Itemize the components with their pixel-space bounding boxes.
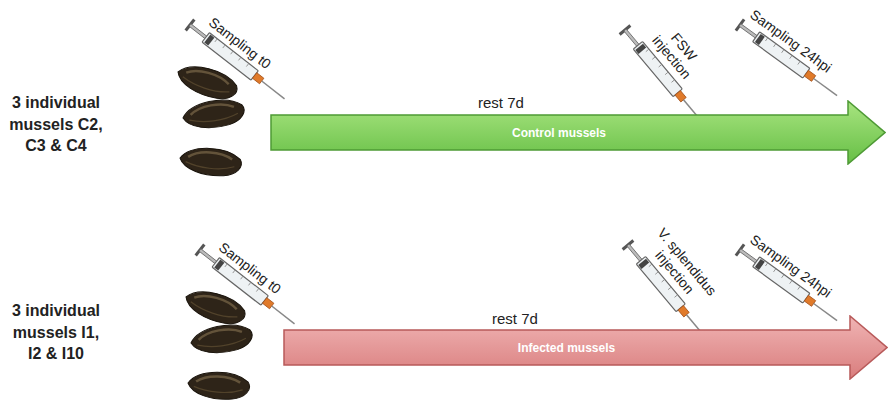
group-label: 3 individual mussels C2, C3 & C4 (4, 92, 108, 157)
arrow-label: Infected mussels (518, 341, 615, 355)
interval-label: rest 7d (492, 310, 538, 327)
arrow-outline (284, 316, 887, 379)
mussel (179, 145, 243, 178)
step-label: FSW injection (643, 14, 714, 90)
mussel-group (174, 60, 254, 400)
group-label: 3 individual mussels I1, I2 & I10 (4, 300, 108, 365)
mussel (181, 97, 246, 132)
mussel (174, 60, 241, 104)
mussel (189, 322, 254, 357)
mussel (187, 370, 250, 400)
interval-label: rest 7d (478, 94, 524, 111)
timeline-arrow: Infected mussels (283, 315, 888, 380)
mussel (182, 285, 249, 329)
arrow-outline (271, 101, 885, 164)
syringe-group (186, 19, 842, 341)
arrow-label: Control mussels (512, 126, 606, 140)
timeline-arrow: Control mussels (270, 100, 886, 165)
